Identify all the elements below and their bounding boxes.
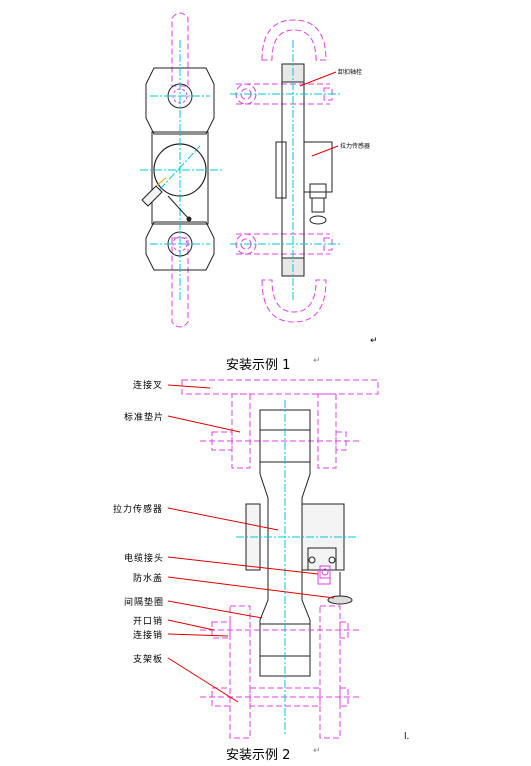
fig2-assembly-view [167,379,379,739]
fig1-label-shackle-pin: 卸扣轴栓 [338,69,363,76]
fig2-label-waterproof-cover: 防水盖 [133,574,164,584]
fig2-caption: 安装示例 2 [226,748,291,763]
fig2-label-connecting-fork: 连接叉 [133,381,164,391]
fig1-caption: 安装示例 1 [226,358,291,373]
cursor-mark: l. [404,732,410,742]
fig2-label-connecting-pin: 连接销 [133,631,164,641]
fig1-side-view [230,19,340,323]
return-mark: ↵ [313,746,321,756]
return-mark: ↵ [313,356,321,366]
fig2-label-cotter-pin: 开口销 [133,617,164,627]
fig2-label-tension-sensor: 拉力传感器 [113,505,164,515]
fig1-front-view [140,12,222,328]
fig1-label-tension-sensor: 拉力传感器 [340,143,371,150]
fig2-label-standard-washer: 标准垫片 [124,413,165,423]
fig2-label-bracket-plate: 支架板 [133,655,164,665]
fig2-label-spacer-washer: 间隔垫圈 [124,598,165,608]
fig2-label-cable-connector: 电缆接头 [124,554,165,564]
return-mark: ↵ [370,336,378,346]
